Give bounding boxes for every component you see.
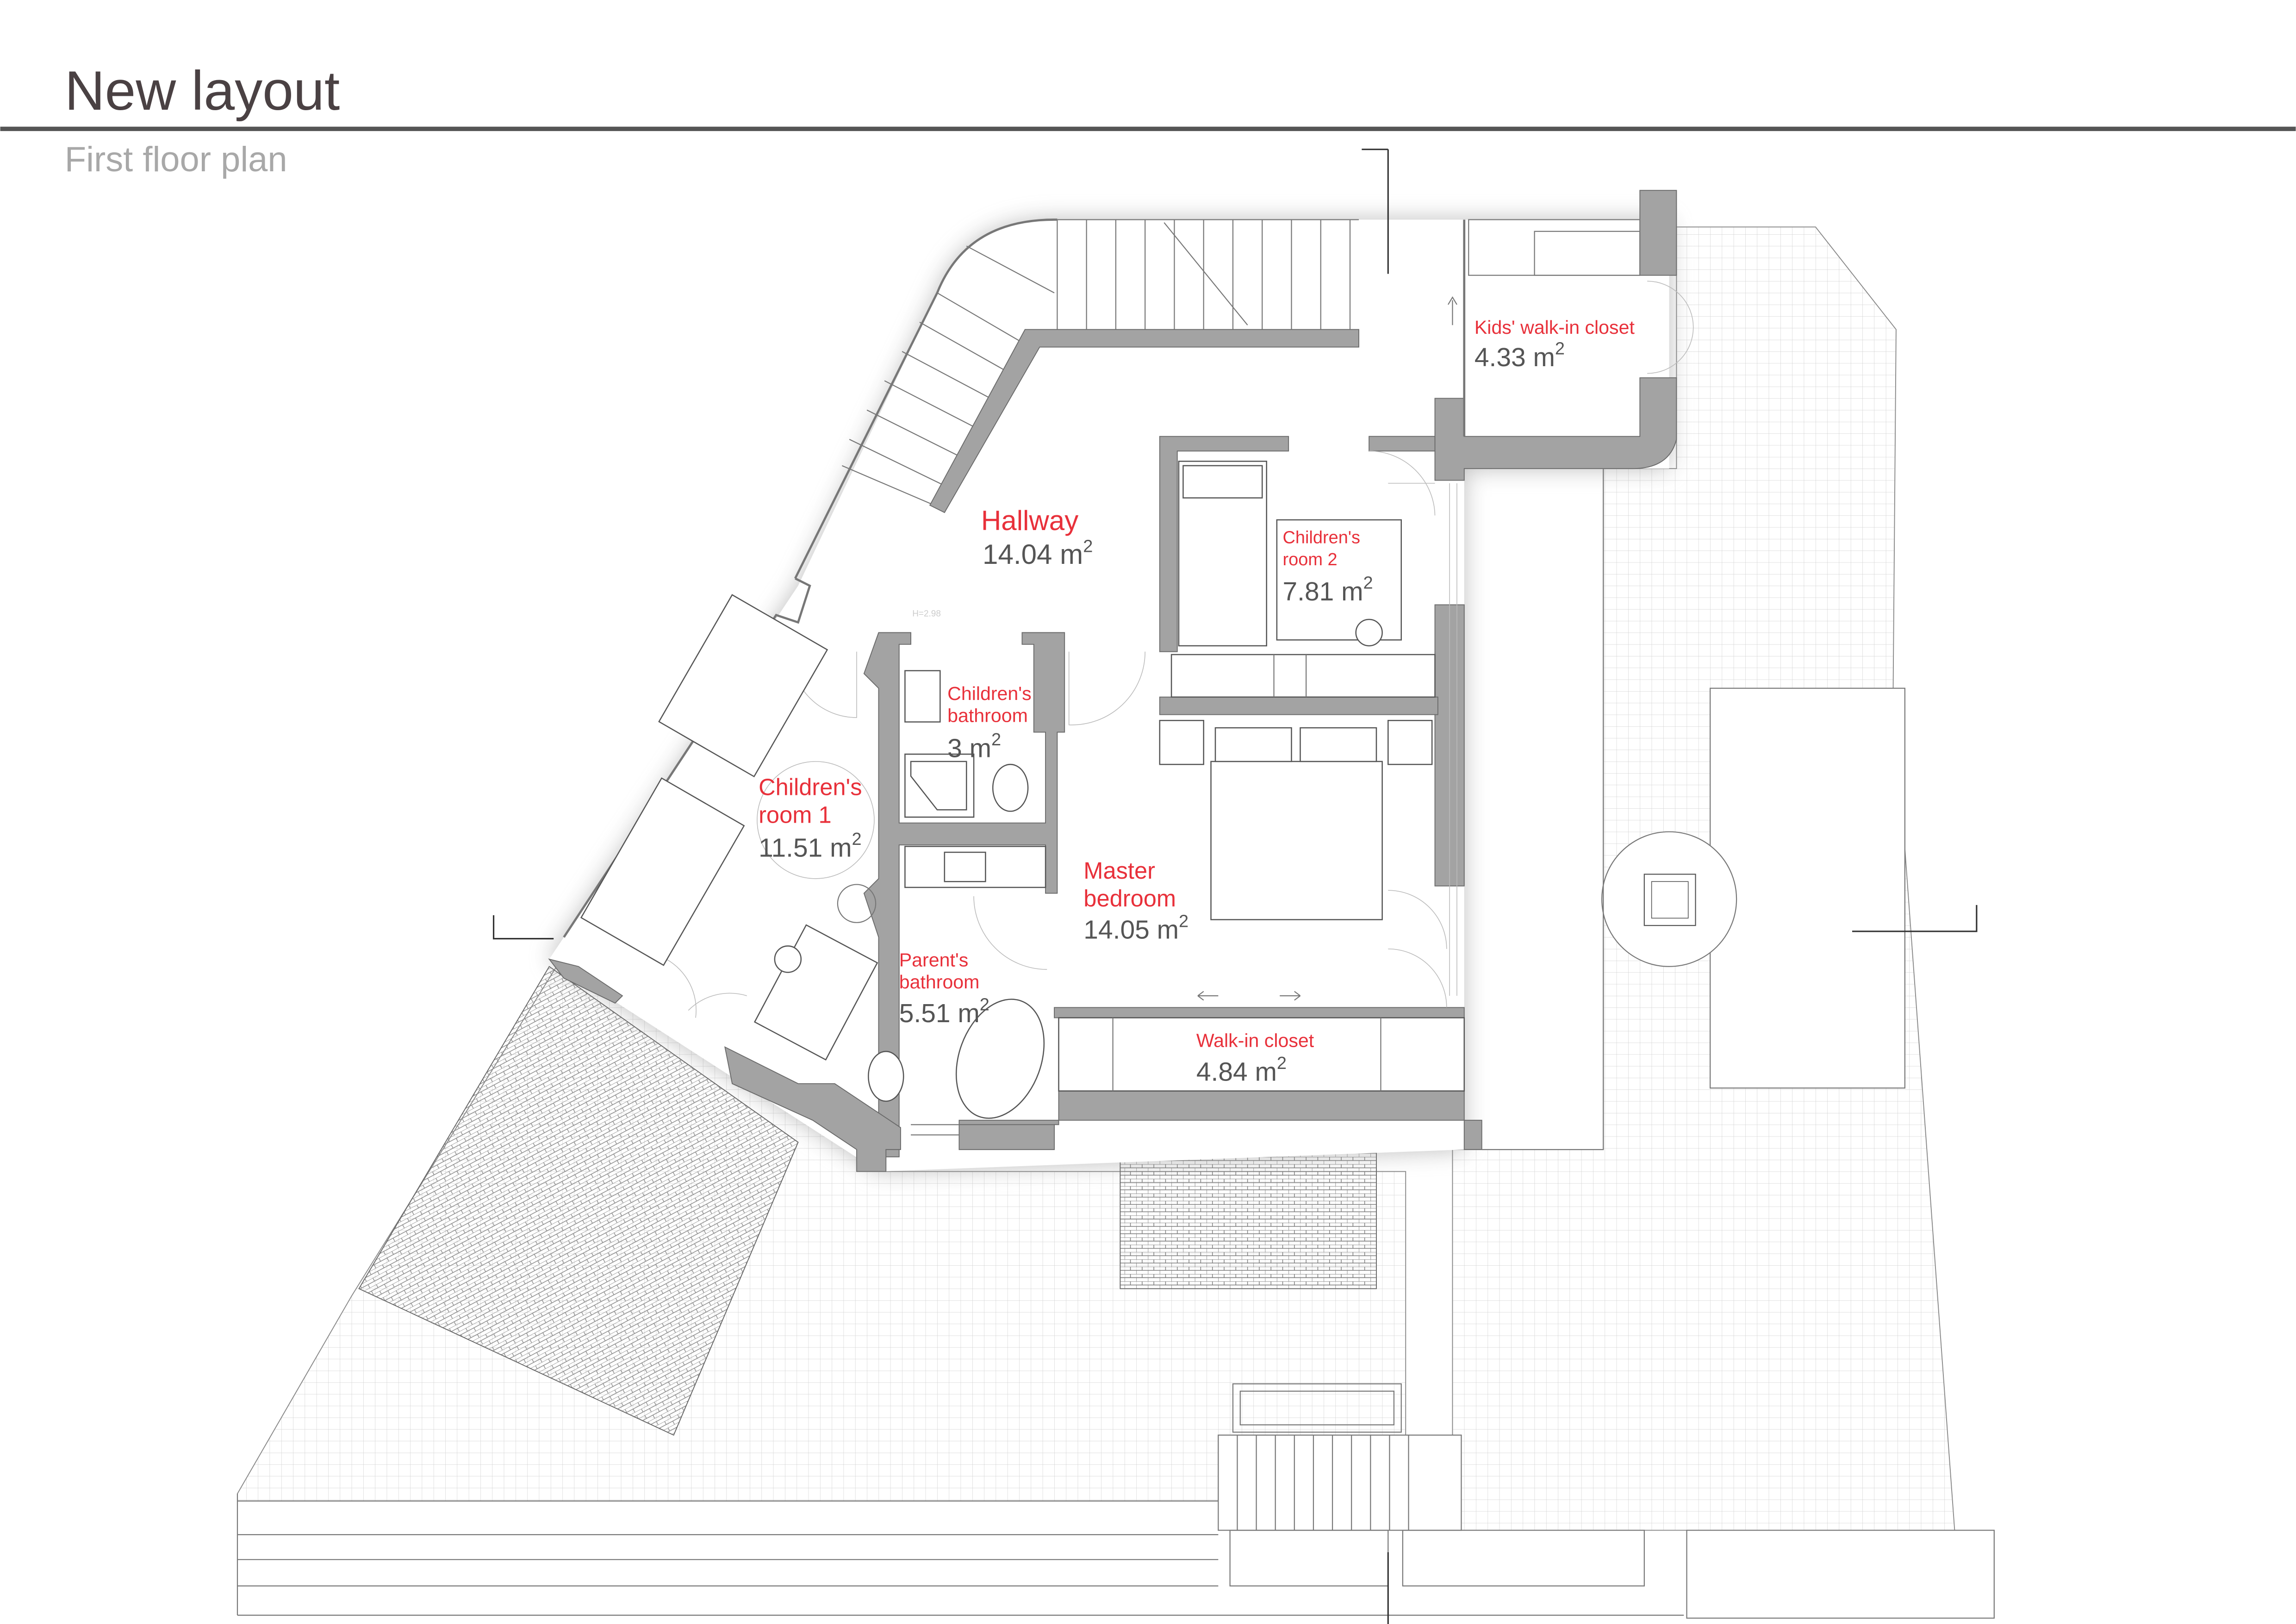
terrace-left: [237, 966, 1406, 1502]
room-name: bedroom: [1083, 885, 1176, 912]
building-floor: [549, 219, 1669, 1172]
room-kids-walk-in-closet: Kids' walk-in closet 4.33 m2: [1475, 317, 1635, 372]
room-area: 4.84 m2: [1196, 1054, 1287, 1087]
room-name: Children's: [947, 683, 1031, 704]
shelf-childrens-room-1: [658, 594, 828, 778]
toilet-parents-bathroom: [868, 1050, 904, 1102]
room-area: 7.81 m2: [1283, 574, 1373, 606]
room-area: 4.33 m2: [1475, 339, 1565, 372]
room-name: Hallway: [981, 505, 1078, 536]
desk-childrens-room-2: [1276, 519, 1402, 641]
room-walk-in-closet: Walk-in closet 4.84 m2: [1196, 1030, 1314, 1087]
room-name: Children's: [1283, 528, 1360, 548]
nightstand-right: [1388, 720, 1433, 765]
room-area: 3 m2: [947, 730, 1001, 763]
room-name: room 1: [759, 802, 832, 828]
room-name: Walk-in closet: [1196, 1030, 1314, 1051]
bathtub: [955, 999, 1045, 1119]
page-subtitle: First floor plan: [65, 140, 287, 179]
room-name: Master: [1083, 857, 1155, 884]
terrace-right: [1452, 226, 1955, 1531]
room-area: 11.51 m2: [759, 830, 862, 862]
room-parents-bathroom: Parent's bathroom 5.51 m2: [899, 949, 989, 1028]
terrace-table: [1710, 687, 1905, 1089]
room-area: 14.04 m2: [983, 537, 1093, 570]
room-name: Children's: [759, 774, 862, 800]
room-area: 14.05 m2: [1083, 912, 1188, 944]
room-name: room 2: [1283, 550, 1338, 569]
page-title: New layout: [65, 60, 340, 122]
toilet-childrens-bathroom: [992, 763, 1029, 812]
room-hallway: Hallway 14.04 m2: [981, 505, 1093, 570]
room-name: Parent's: [899, 949, 969, 971]
section-marker-right: [1852, 905, 1978, 932]
section-marker-left: [492, 915, 554, 940]
bed-childrens-room-1: [580, 777, 745, 966]
interior-stair: [841, 219, 1359, 510]
room-master-bedroom: Master bedroom 14.05 m2: [1083, 857, 1188, 945]
room-childrens-room-1: Children's room 1 11.51 m2: [759, 774, 862, 863]
brick-paving: [358, 966, 799, 1436]
basin-childrens-bathroom: [904, 670, 941, 723]
double-bed: [1210, 761, 1383, 920]
wardrobe: [1058, 1017, 1465, 1092]
nightstand-left: [1159, 720, 1204, 765]
room-name: bathroom: [899, 971, 980, 993]
room-name: bathroom: [947, 705, 1028, 726]
shower: [904, 753, 975, 818]
entrance-paving: [1120, 1149, 1377, 1289]
furniture: [580, 461, 1465, 1119]
room-area: 5.51 m2: [899, 995, 989, 1028]
room-childrens-room-2: Children's room 2 7.81 m2: [1283, 528, 1373, 606]
room-name: Kids' walk-in closet: [1475, 317, 1635, 338]
ceiling-height-note: H=2.98: [912, 609, 941, 619]
desk-childrens-room-1: [753, 924, 878, 1061]
room-childrens-bathroom: Children's bathroom 3 m2: [947, 683, 1031, 763]
exterior-stair: [1218, 1434, 1462, 1531]
doors: [666, 281, 1694, 1150]
lower-level-outline: [236, 1383, 1995, 1624]
